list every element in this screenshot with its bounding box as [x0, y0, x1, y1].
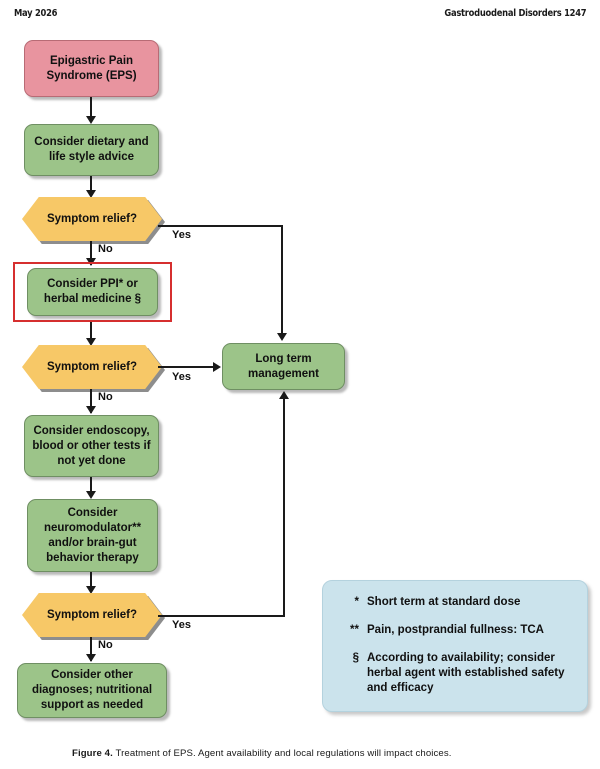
node-label: Consider other diagnoses; nutritional su…: [31, 669, 153, 711]
connector-relief1-yes-vertical: [281, 225, 283, 335]
arrowhead-relief2-no: [86, 406, 96, 414]
connector-relief3-yes-horizontal: [158, 615, 285, 617]
running-head-left: May 2026: [14, 8, 58, 19]
node-consider-other-diagnoses[interactable]: Consider other diagnoses; nutritional su…: [17, 663, 167, 718]
arrowhead-neuromod-to-relief3: [86, 586, 96, 594]
connector-neuromod-to-relief3: [90, 572, 92, 592]
highlight-rectangle-ppi: [13, 262, 172, 322]
legend-item: ** Pain, postprandial fullness: TCA: [337, 623, 571, 638]
edge-label-no-3: No: [98, 639, 113, 651]
figure-caption-label: Figure 4.: [72, 748, 113, 759]
connector-relief1-yes-horizontal: [158, 225, 283, 227]
node-label: Long term management: [248, 352, 319, 380]
edge-label-no-1: No: [98, 243, 113, 255]
node-label: Consider PPI* or herbal medicine §: [43, 278, 142, 305]
connector-ppi-to-relief2: [90, 322, 92, 344]
decision-label: Symptom relief?: [46, 361, 138, 373]
node-label: Consider neuromodulator** and/or brain-g…: [43, 506, 142, 564]
legend-panel: * Short term at standard dose ** Pain, p…: [322, 580, 588, 712]
legend-text: Pain, postprandial fullness: TCA: [367, 624, 544, 636]
node-label: Consider dietary and life style advice: [34, 136, 149, 163]
node-consider-ppi-herbal[interactable]: Consider PPI* or herbal medicine §: [27, 268, 158, 316]
legend-marker: **: [350, 624, 359, 636]
node-consider-neuromodulator[interactable]: Consider neuromodulator** and/or brain-g…: [27, 499, 158, 572]
connector-relief1-no: [90, 241, 92, 265]
legend-text: Short term at standard dose: [367, 596, 521, 608]
arrowhead-dietary-to-relief1: [86, 190, 96, 198]
arrowhead-relief3-no: [86, 654, 96, 662]
arrowhead-relief3-yes: [279, 391, 289, 399]
decision-shape: Symptom relief?: [22, 345, 162, 389]
arrowhead-start-to-dietary: [86, 116, 96, 124]
node-label: Epigastric Pain Syndrome (EPS): [46, 54, 137, 82]
edge-label-no-2: No: [98, 391, 113, 403]
decision-shape: Symptom relief?: [22, 197, 162, 241]
legend-marker: §: [352, 652, 359, 664]
connector-relief3-no: [90, 637, 92, 661]
decision-symptom-relief-3[interactable]: Symptom relief?: [22, 593, 165, 640]
legend-item: § According to availability; consider he…: [337, 651, 571, 696]
connector-relief2-yes: [158, 366, 215, 368]
edge-label-yes-3: Yes: [172, 619, 191, 631]
connector-dietary-to-relief1: [90, 176, 92, 196]
legend-marker: *: [354, 596, 359, 608]
arrowhead-endoscopy-to-neuromod: [86, 491, 96, 499]
arrowhead-relief1-yes: [277, 333, 287, 341]
running-head-right: Gastroduodenal Disorders 1247: [444, 8, 586, 19]
figure-caption-text: Treatment of EPS. Agent availability and…: [112, 748, 452, 759]
connector-start-to-dietary: [90, 97, 92, 119]
decision-symptom-relief-2[interactable]: Symptom relief?: [22, 345, 165, 392]
edge-label-yes-1: Yes: [172, 229, 191, 241]
node-long-term-management[interactable]: Long term management: [222, 343, 345, 390]
connector-relief3-yes-vertical: [283, 398, 285, 617]
arrowhead-relief2-yes: [213, 362, 221, 372]
node-dietary-lifestyle-advice[interactable]: Consider dietary and life style advice: [24, 124, 159, 176]
node-epigastric-pain-syndrome[interactable]: Epigastric Pain Syndrome (EPS): [24, 40, 159, 97]
connector-relief2-no: [90, 389, 92, 413]
decision-label: Symptom relief?: [46, 213, 138, 225]
figure-caption: Figure 4. Treatment of EPS. Agent availa…: [72, 748, 542, 759]
edge-label-yes-2: Yes: [172, 371, 191, 383]
arrowhead-ppi-to-relief2: [86, 338, 96, 346]
decision-label: Symptom relief?: [46, 609, 138, 621]
legend-text: According to availability; consider herb…: [367, 652, 565, 694]
connector-endoscopy-to-neuromod: [90, 477, 92, 497]
node-label: Consider endoscopy, blood or other tests…: [32, 424, 151, 467]
decision-symptom-relief-1[interactable]: Symptom relief?: [22, 197, 165, 244]
decision-shape: Symptom relief?: [22, 593, 162, 637]
node-consider-endoscopy-tests[interactable]: Consider endoscopy, blood or other tests…: [24, 415, 159, 477]
legend-item: * Short term at standard dose: [337, 595, 571, 610]
